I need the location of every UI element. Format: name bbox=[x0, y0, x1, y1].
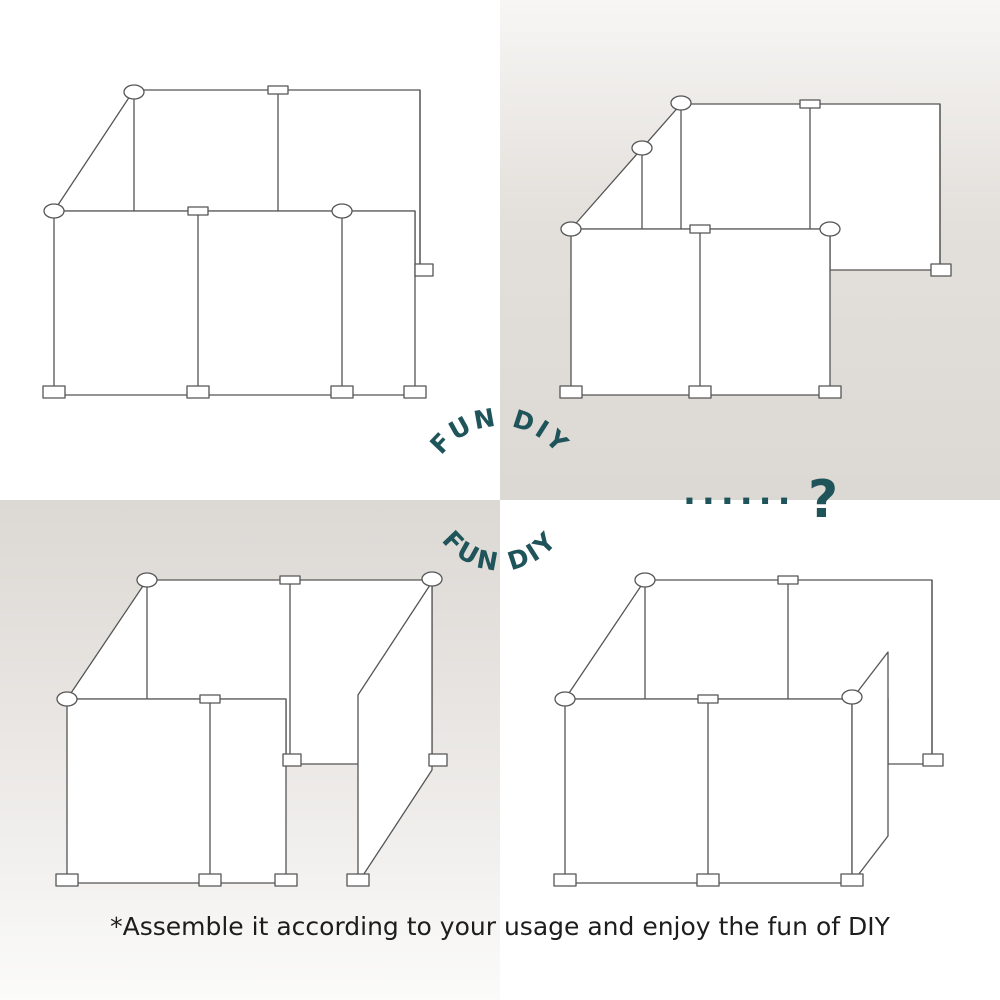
config-bottom-left-playpen bbox=[55, 571, 448, 887]
base-foot-icon bbox=[559, 385, 583, 399]
base-foot-icon bbox=[282, 753, 302, 767]
front-panels bbox=[66, 698, 287, 884]
t-connector-icon bbox=[697, 694, 719, 704]
base-foot-icon bbox=[414, 263, 434, 277]
badge-bottom-text: FUN DIY bbox=[437, 525, 564, 577]
round-cap-connector-icon bbox=[560, 221, 582, 237]
base-foot-icon bbox=[198, 873, 222, 887]
base-foot-icon bbox=[403, 385, 427, 399]
ellipsis-dots: ...... bbox=[683, 473, 797, 513]
swing-gate-panel bbox=[357, 581, 433, 884]
round-cap-connector-icon bbox=[634, 572, 656, 588]
assembly-caption: *Assemble it according to your usage and… bbox=[110, 912, 890, 941]
round-cap-connector-icon bbox=[841, 689, 863, 705]
round-cap-connector-icon bbox=[670, 95, 692, 111]
base-foot-icon bbox=[696, 873, 720, 887]
front-panels bbox=[53, 210, 416, 396]
base-foot-icon bbox=[922, 753, 944, 767]
base-foot-icon bbox=[553, 873, 577, 887]
config-bottom-right-playpen bbox=[553, 572, 944, 887]
round-cap-connector-icon bbox=[554, 691, 576, 707]
t-connector-icon bbox=[279, 575, 301, 585]
fun-diy-badge: FUN DIY FUN DIY ...... ? bbox=[424, 402, 838, 577]
swing-gate-panel bbox=[851, 651, 889, 884]
t-connector-icon bbox=[267, 85, 289, 95]
base-foot-icon bbox=[428, 753, 448, 767]
question-mark-icon: ? bbox=[808, 470, 838, 530]
t-connector-icon bbox=[799, 99, 821, 109]
round-cap-connector-icon bbox=[123, 84, 145, 100]
base-foot-icon bbox=[330, 385, 354, 399]
base-foot-icon bbox=[274, 873, 298, 887]
round-cap-connector-icon bbox=[819, 221, 841, 237]
t-connector-icon bbox=[689, 224, 711, 234]
base-foot-icon bbox=[840, 873, 864, 887]
base-foot-icon bbox=[688, 385, 712, 399]
round-cap-connector-icon bbox=[43, 203, 65, 219]
base-foot-icon bbox=[42, 385, 66, 399]
round-cap-connector-icon bbox=[421, 571, 443, 587]
t-connector-icon bbox=[199, 694, 221, 704]
round-cap-connector-icon bbox=[631, 140, 653, 156]
badge-top-text: FUN DIY bbox=[424, 402, 575, 459]
config-top-left-playpen bbox=[42, 84, 434, 399]
t-connector-icon bbox=[187, 206, 209, 216]
base-foot-icon bbox=[186, 385, 210, 399]
base-foot-icon bbox=[818, 385, 842, 399]
base-foot-icon bbox=[55, 873, 79, 887]
config-top-right-playpen bbox=[559, 95, 952, 399]
round-cap-connector-icon bbox=[331, 203, 353, 219]
base-foot-icon bbox=[346, 873, 370, 887]
t-connector-icon bbox=[777, 575, 799, 585]
round-cap-connector-icon bbox=[56, 691, 78, 707]
round-cap-connector-icon bbox=[136, 572, 158, 588]
base-foot-icon bbox=[930, 263, 952, 277]
